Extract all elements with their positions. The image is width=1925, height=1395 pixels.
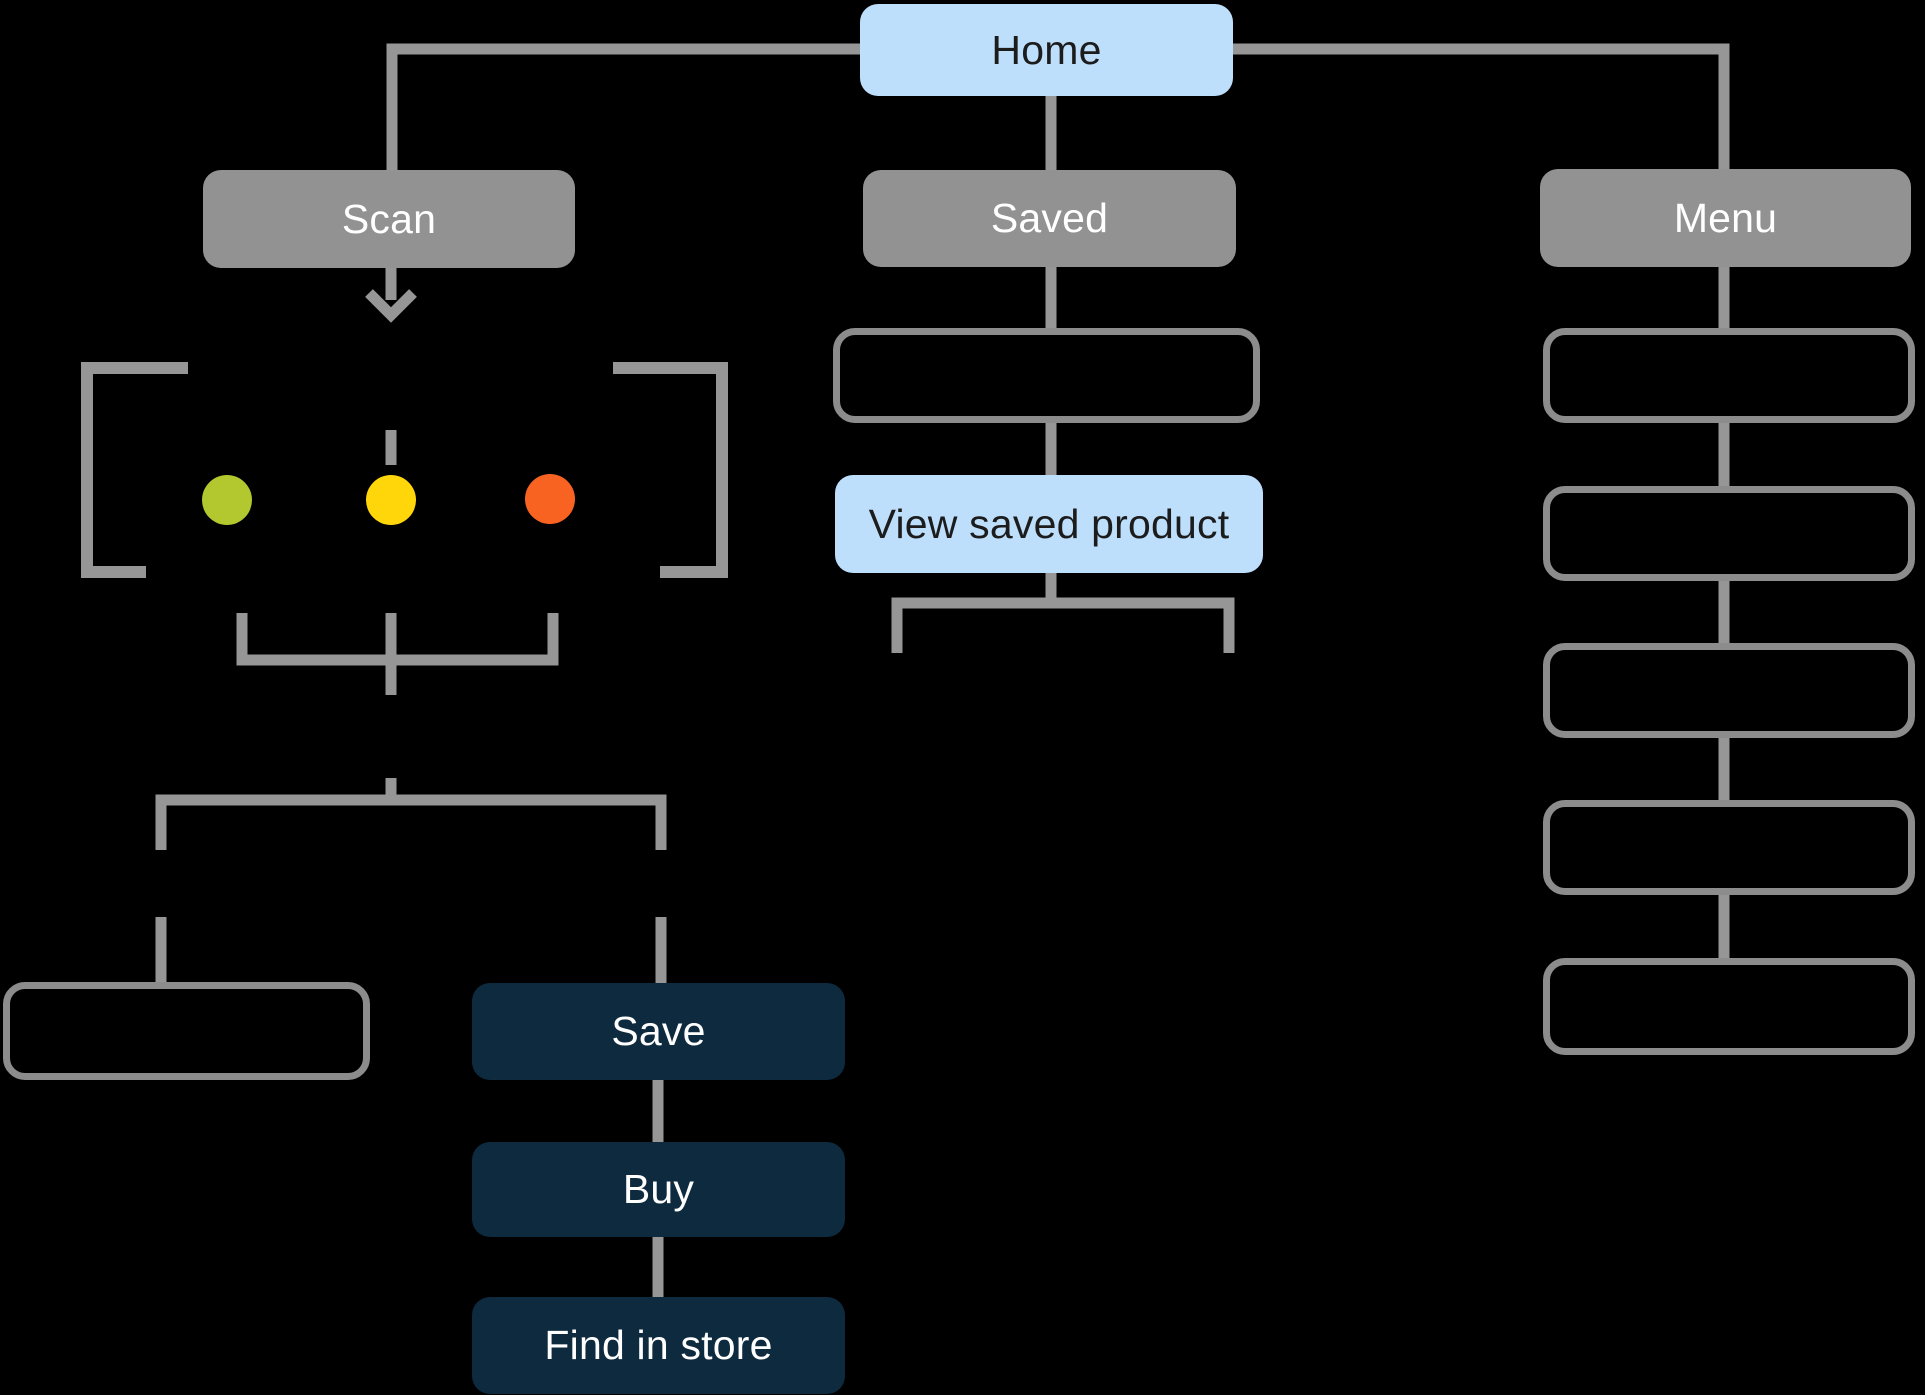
node-find-in-store: Find in store: [472, 1297, 845, 1394]
node-saved: Saved: [863, 170, 1236, 267]
node-menu-placeholder-1: [1543, 328, 1915, 423]
node-scan: Scan: [203, 170, 575, 268]
node-menu: Menu: [1540, 169, 1911, 267]
node-scan-result-placeholder: [3, 982, 370, 1080]
node-menu-placeholder-5: [1543, 958, 1915, 1055]
node-buy: Buy: [472, 1142, 845, 1237]
merge-bracket: [236, 613, 559, 666]
node-menu-placeholder-3: [1543, 643, 1915, 738]
node-home: Home: [860, 4, 1233, 96]
node-view-saved-product: View saved product: [835, 475, 1263, 573]
edge-home-menu: [1233, 43, 1730, 169]
viewfinder-left-bracket-icon: [81, 362, 188, 578]
orange-dot-icon: [525, 474, 575, 524]
green-dot-icon: [202, 475, 252, 525]
viewfinder-right-bracket-icon: [613, 362, 728, 578]
branch-split-scan: [155, 794, 667, 850]
yellow-dot-icon: [366, 475, 416, 525]
node-menu-placeholder-4: [1543, 800, 1915, 895]
edge-home-scan: [386, 43, 866, 170]
node-save: Save: [472, 983, 845, 1080]
branch-split-saved: [891, 597, 1235, 653]
node-saved-placeholder: [833, 328, 1260, 423]
node-menu-placeholder-2: [1543, 486, 1915, 581]
scan-arrow-head-icon: [365, 289, 417, 323]
